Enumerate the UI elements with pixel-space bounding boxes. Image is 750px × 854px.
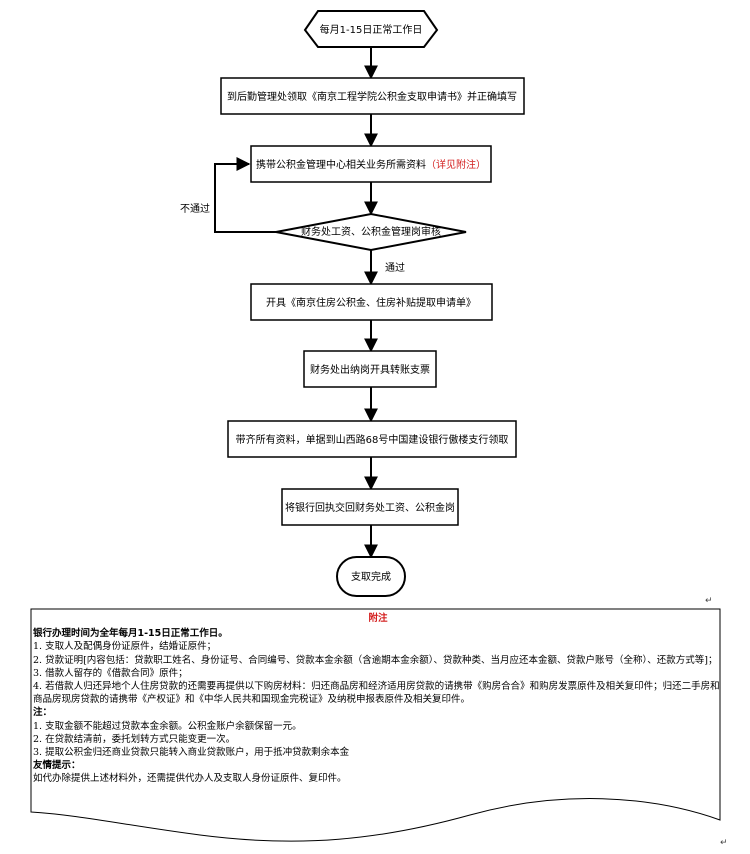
step-issue-application-label: 开具《南京住房公积金、住房补贴提取申请单》 bbox=[266, 296, 476, 309]
return-mark-top: ↵ bbox=[705, 596, 713, 606]
fail-edge-label: 不通过 bbox=[180, 202, 210, 215]
notes-item: 2. 贷款证明[内容包括：贷款职工姓名、身份证号、合同编号、贷款本金余额（含逾期… bbox=[33, 654, 718, 666]
notes-item: 4. 若借款人归还异地个人住房贷款的还需要再提供以下购房材料：归还商品房和经济适… bbox=[33, 681, 720, 706]
end-node bbox=[336, 556, 406, 597]
notes-note-item: 1. 支取金额不能超过贷款本金余额。公积金账户余额保留一元。 bbox=[33, 720, 302, 732]
notes-heading: 银行办理时间为全年每月1-15日正常工作日。 bbox=[33, 628, 228, 640]
step-bank-collect-label: 带齐所有资料，单据到山西路68号中国建设银行傲楼支行领取 bbox=[236, 433, 509, 446]
end-node-label: 支取完成 bbox=[351, 570, 391, 583]
notes-note-item: 3. 提取公积金归还商业贷款只能转入商业贷款账户，用于抵冲贷款剩余本金 bbox=[33, 747, 350, 759]
notes-tip: 如代办除提供上述材料外，还需提供代办人及支取人身份证原件、复印件。 bbox=[33, 773, 347, 785]
notes-tip-heading: 友情提示： bbox=[33, 760, 81, 772]
start-node-label: 每月1-15日正常工作日 bbox=[320, 23, 423, 36]
notes-item: 1. 支取人及配偶身份证原件，结婚证原件； bbox=[33, 641, 217, 653]
step-collect-form bbox=[220, 77, 525, 115]
step-collect-form-label: 到后勤管理处领取《南京工程学院公积金支取申请书》并正确填写 bbox=[227, 90, 517, 103]
notes-note-heading: 注： bbox=[33, 707, 53, 719]
notes-title: 附注 bbox=[368, 613, 388, 624]
step-bring-materials-text: 携带公积金管理中心相关业务所需资料 bbox=[256, 158, 426, 171]
pass-edge-label: 通过 bbox=[385, 261, 405, 274]
see-notes-link: （详见附注） bbox=[426, 158, 486, 171]
return-mark-bottom: ↵ bbox=[720, 838, 728, 848]
start-node bbox=[303, 10, 439, 48]
step-issue-cheque bbox=[303, 350, 437, 388]
step-bank-collect bbox=[227, 420, 517, 458]
review-decision-label: 财务处工资、公积金管理岗审核 bbox=[301, 225, 441, 238]
notes-frame bbox=[30, 608, 721, 842]
notes-item: 3. 借款人留存的《借款合同》原件； bbox=[33, 667, 188, 679]
review-decision bbox=[275, 212, 467, 252]
step-return-receipt bbox=[281, 488, 459, 526]
step-bring-materials-label: 携带公积金管理中心相关业务所需资料（详见附注） bbox=[256, 158, 486, 171]
step-issue-cheque-label: 财务处出纳岗开具转账支票 bbox=[310, 363, 430, 376]
step-return-receipt-label: 将银行回执交回财务处工资、公积金岗 bbox=[285, 501, 455, 514]
notes-note-item: 2. 在贷款结清前，委托划转方式只能变更一次。 bbox=[33, 733, 236, 745]
notes-panel: 附注 银行办理时间为全年每月1-15日正常工作日。 1. 支取人及配偶身份证原件… bbox=[33, 612, 723, 786]
